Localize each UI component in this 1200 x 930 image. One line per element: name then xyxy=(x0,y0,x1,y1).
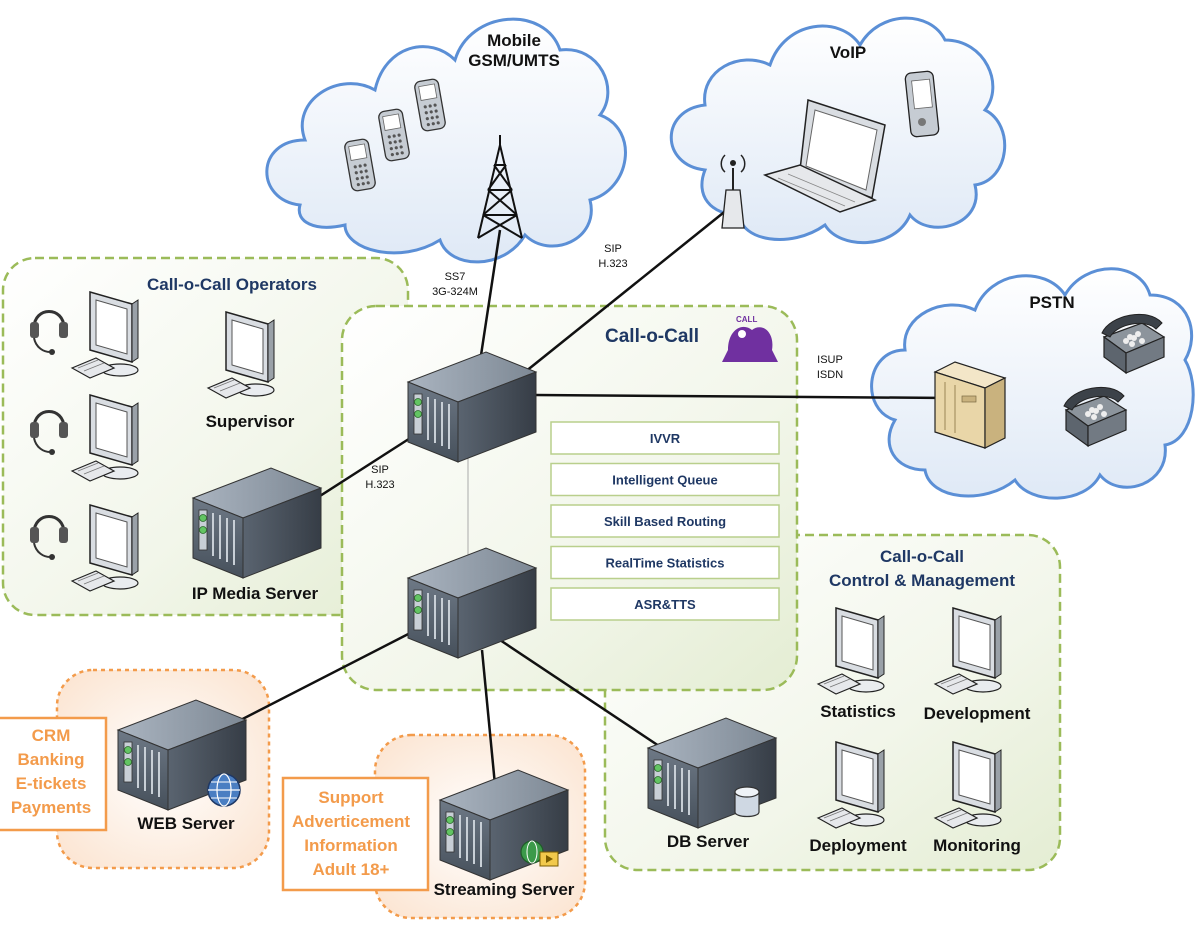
link-db xyxy=(499,638,666,752)
pda-icon xyxy=(904,70,940,138)
streaming-apps-box xyxy=(281,776,430,892)
link-pstn xyxy=(534,393,951,400)
monitoring-label: Monitoring xyxy=(933,836,1021,855)
db-server-label: DB Server xyxy=(667,832,750,851)
cell-tower-icon xyxy=(477,135,523,239)
link-streaming xyxy=(480,649,497,786)
wireless-antenna-icon xyxy=(720,154,746,229)
feature-label: ASR&TTS xyxy=(634,597,696,612)
deployment-label: Deployment xyxy=(809,836,907,855)
laptop-icon xyxy=(762,99,886,213)
connections xyxy=(224,204,951,786)
web-server-label: WEB Server xyxy=(137,814,235,833)
supervisor-label: Supervisor xyxy=(206,412,295,431)
globe-icon xyxy=(207,773,241,807)
ip-media-server-label: IP Media Server xyxy=(192,584,319,603)
feature-label: Intelligent Queue xyxy=(612,473,717,488)
feature-box: RealTime Statistics xyxy=(550,545,780,580)
web-apps-box xyxy=(0,716,108,832)
link-web xyxy=(224,626,421,730)
feature-label: IVVR xyxy=(650,431,681,446)
feature-label: Skill Based Routing xyxy=(604,514,726,529)
mobile-cloud xyxy=(265,17,627,264)
logo-text: CALL xyxy=(736,315,757,324)
feature-box: IVVR xyxy=(550,421,780,455)
media-globe-icon xyxy=(520,840,559,867)
feature-box: Skill Based Routing xyxy=(550,504,780,538)
database-icon xyxy=(734,786,760,818)
operators-title: Call-o-Call Operators xyxy=(147,275,317,294)
pstn-cloud-title: PSTN xyxy=(1029,293,1074,312)
development-label: Development xyxy=(924,704,1031,723)
link-voip xyxy=(524,204,734,373)
call-o-call-logo: CALL xyxy=(722,315,778,362)
core-title: Call-o-Call xyxy=(605,326,699,347)
exchange-cabinet-icon xyxy=(933,361,1007,449)
feature-box: Intelligent Queue xyxy=(550,462,780,497)
streaming-server-label: Streaming Server xyxy=(434,880,575,899)
feature-box: ASR&TTS xyxy=(550,587,780,621)
statistics-label: Statistics xyxy=(820,702,896,721)
feature-label: RealTime Statistics xyxy=(606,556,725,571)
link-mobile xyxy=(476,229,502,376)
voip-cloud-title: VoIP xyxy=(830,43,867,62)
